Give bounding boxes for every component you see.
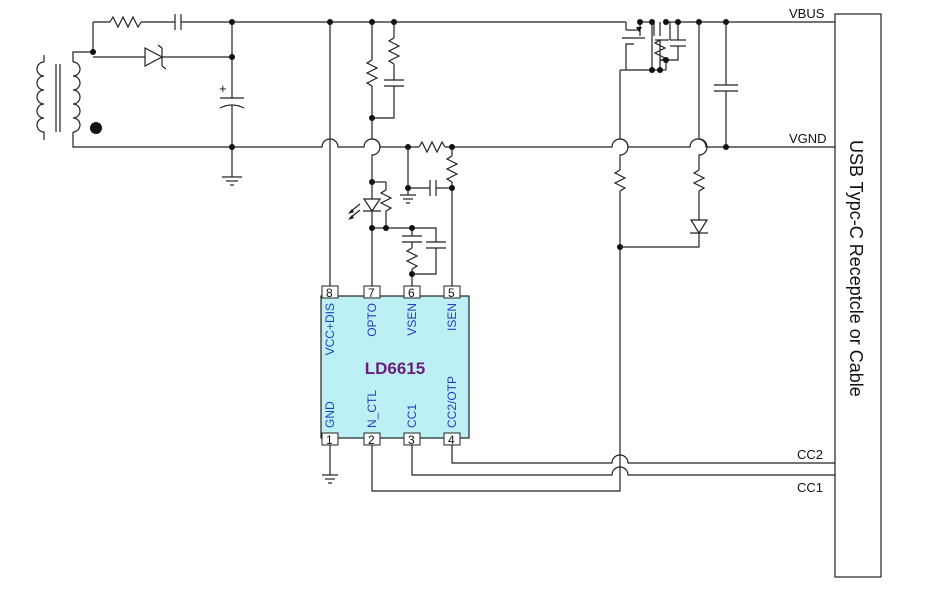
pin-label-opto: OPTO [365,303,379,337]
pin-3-number: 3 [408,433,415,447]
ld6615-chip-body [320,295,470,439]
pin-4-number: 4 [448,433,455,447]
connector-label: USB Typc-C Receptcle or Cable [846,140,866,397]
pin-2-number: 2 [368,433,375,447]
bottom-pins: 1 2 3 4 [321,432,461,447]
load-switch-mosfets [622,19,686,73]
pin-label-vcc-dis: VCC+DIS [323,303,337,355]
pin-1-number: 1 [326,433,333,447]
gate-pulldown-resistor [613,169,627,192]
pin-label-n-ctl: N_CTL [365,390,379,428]
net-label-vgnd: VGND [789,131,827,146]
pin-label-cc1: CC1 [405,404,419,428]
sense-resistor [418,140,446,154]
pin-label-gnd: GND [323,401,337,428]
compensation-resistor [405,247,419,270]
optocoupler-led [348,198,382,220]
ground-symbol [222,176,242,186]
discharge-diode [689,219,709,235]
isen-filter-resistor [445,155,459,183]
pin-8-number: 8 [326,286,333,300]
pin-5-number: 5 [448,286,455,300]
net-label-cc2: CC2 [797,447,823,462]
capacitor-polarity-mark: + [219,81,227,96]
transformer [36,55,102,140]
pin-label-isen: ISEN [445,303,459,331]
opto-bias-resistor [365,59,379,87]
net-label-cc1: CC1 [797,480,823,495]
net-label-vbus: VBUS [789,6,825,21]
pin-7-number: 7 [368,286,375,300]
pin-label-vsen: VSEN [405,303,419,336]
polarity-dot [90,122,102,134]
pin-label-cc2-otp: CC2/OTP [445,376,459,428]
ground-symbol-isen [400,194,416,204]
pin-6-number: 6 [408,286,415,300]
chip-name: LD6615 [365,359,425,378]
usb-typec-connector-block [834,13,882,578]
top-pins: 8 7 6 5 [321,285,461,300]
ground-symbol-chip [322,474,338,484]
snubber-resistor [109,15,142,29]
discharge-resistor [692,169,706,192]
